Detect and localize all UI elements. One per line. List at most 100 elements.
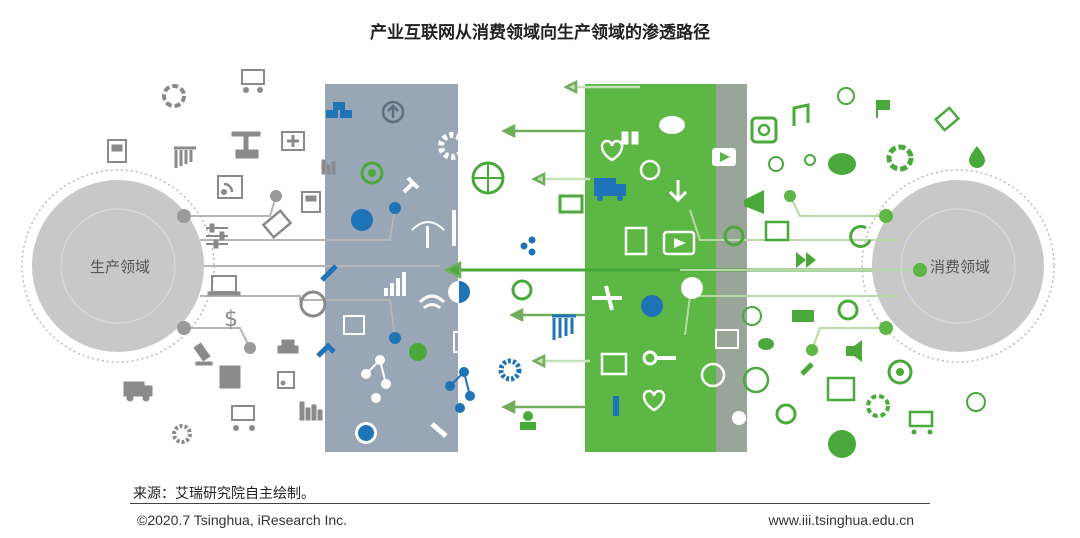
right-green-icons <box>723 87 986 458</box>
instagram-icon <box>750 116 778 144</box>
volume-icon <box>846 340 862 362</box>
network-blue-icon <box>445 367 475 413</box>
pan-flute-icon <box>174 146 196 168</box>
chat-small-icon <box>758 338 774 350</box>
gold-bars-icon <box>277 339 299 354</box>
phone-icon <box>624 226 648 256</box>
bulb-icon <box>639 159 661 181</box>
gray-panel <box>325 84 458 452</box>
share-icon <box>520 236 536 256</box>
microscope-icon <box>193 342 213 366</box>
bars-chart-icon <box>321 159 336 175</box>
half-circle-icon <box>448 281 470 303</box>
bars-bottom-icon <box>299 401 323 421</box>
download-icon <box>668 180 688 203</box>
crane-icon <box>231 131 261 159</box>
bulb-small-icon <box>804 154 816 166</box>
lifebuoy-icon <box>886 144 914 172</box>
pen-icon <box>320 264 338 282</box>
binoculars-icon <box>621 131 639 145</box>
flag-icon <box>876 100 890 118</box>
gear-icon <box>438 132 466 160</box>
vimeo-icon <box>681 277 703 299</box>
green-panel <box>585 84 716 452</box>
right-circle-outer <box>872 180 1044 352</box>
power-icon <box>511 279 533 301</box>
first-aid-icon <box>281 131 305 151</box>
right-circle-label: 消费领域 <box>930 258 990 276</box>
clipboard-icon <box>107 139 127 163</box>
signal-bars-icon <box>384 272 406 296</box>
radio-icon <box>411 221 445 248</box>
website-url: www.iii.tsinghua.edu.cn <box>768 512 914 528</box>
drop-icon <box>969 146 985 168</box>
globe-icon <box>742 366 770 394</box>
copyright: ©2020.7 Tsinghua, iResearch Inc. <box>137 512 348 528</box>
chat-icon <box>828 153 856 175</box>
pan-flute-icon <box>552 314 576 340</box>
laptop-icon <box>207 275 241 296</box>
truck-icon <box>123 381 153 402</box>
cart-icon <box>908 410 934 435</box>
play-icon <box>662 230 696 256</box>
building-icon <box>219 365 241 389</box>
middle-icons <box>471 161 584 430</box>
right-connector-nodes <box>679 190 927 356</box>
gold-bars-icon <box>326 102 352 118</box>
clip-icon <box>316 342 336 358</box>
megaphone-icon <box>744 190 764 214</box>
refresh-icon <box>849 224 872 248</box>
heart-outline-icon <box>642 389 666 412</box>
camera-icon <box>837 299 859 321</box>
worker-icon <box>409 343 427 361</box>
cart-icon <box>241 69 265 93</box>
globe-icon <box>471 161 505 195</box>
lifebuoy-small-icon <box>866 394 890 418</box>
left-connectors <box>184 195 440 349</box>
vimeo-small-icon <box>732 411 746 425</box>
columns-icon <box>452 210 456 246</box>
envelope-icon <box>933 106 961 132</box>
green-panel-icons <box>592 116 746 425</box>
cart-bottom-icon <box>231 405 255 431</box>
pen-icon <box>800 362 814 376</box>
rss-icon <box>217 175 243 199</box>
tv-icon <box>558 194 584 214</box>
page-title: 产业互联网从消费领域向生产领域的渗透路径 <box>370 23 710 43</box>
gear-blue-icon <box>498 358 522 382</box>
fast-forward-icon <box>796 252 816 268</box>
target-icon <box>887 359 913 385</box>
left-circle-label: 生产领域 <box>90 258 150 276</box>
stop-small-icon <box>775 403 797 425</box>
rss-small-icon <box>277 371 295 389</box>
gear-icon <box>172 424 192 444</box>
basketball-icon <box>742 306 762 326</box>
left-circle-inner <box>60 208 176 324</box>
left-connector-nodes <box>177 190 401 354</box>
youtube-icon <box>712 148 736 166</box>
user-icon <box>520 411 536 430</box>
head-gear-icon <box>351 209 373 231</box>
map-icon <box>600 352 628 376</box>
dollar-icon: $ <box>224 307 238 332</box>
gray-panel-icons <box>316 100 479 444</box>
compass-icon <box>966 392 986 412</box>
penetration-diagram: 生产领域 消费领域 <box>21 69 1055 458</box>
card-icon <box>715 329 739 349</box>
target-icon <box>360 161 384 185</box>
contact-card-icon <box>301 191 321 213</box>
heart-icon <box>600 139 624 162</box>
map-icon <box>826 376 856 402</box>
brush-icon <box>430 422 448 438</box>
left-gray-icons: $ <box>107 69 336 444</box>
truck-icon <box>594 178 626 201</box>
music-icon <box>792 103 810 126</box>
lifebuoy-icon <box>162 84 186 108</box>
svg-text:$: $ <box>224 307 238 332</box>
globe-small-icon <box>768 156 784 172</box>
calendar-icon <box>343 315 365 335</box>
vimeo-icon <box>828 430 856 458</box>
key-icon <box>642 350 676 366</box>
printer-icon <box>792 310 814 322</box>
info-icon <box>355 422 377 444</box>
